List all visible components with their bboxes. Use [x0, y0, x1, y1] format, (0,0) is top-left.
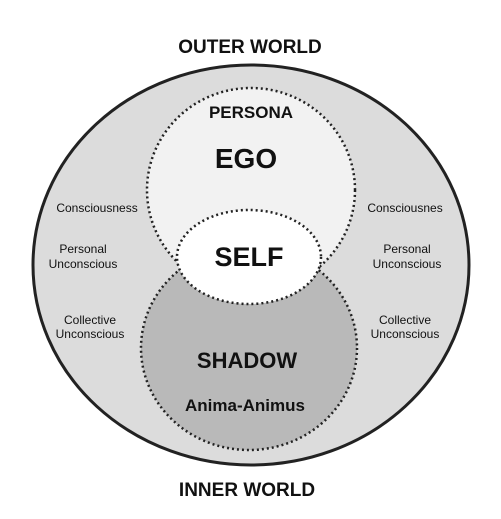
- self-ellipse: [175, 208, 323, 306]
- anima-animus-label: Anima-Animus: [185, 396, 305, 415]
- right-personal-label-line2: Unconscious: [373, 257, 442, 271]
- shadow-circle: [139, 244, 359, 452]
- right-collective-label-line1: Collective: [379, 313, 431, 327]
- left-personal-label-line2: Unconscious: [49, 257, 118, 271]
- self-label: SELF: [214, 242, 283, 272]
- right-collective-label-line2: Unconscious: [371, 327, 440, 341]
- left-personal-label-line1: Personal: [59, 242, 106, 256]
- persona-label: PERSONA: [209, 103, 293, 122]
- left-consciousness-label: Consciousness: [56, 201, 137, 215]
- inner-world-label: INNER WORLD: [179, 480, 315, 501]
- ego-label: EGO: [215, 143, 277, 174]
- outer-world-label: OUTER WORLD: [178, 37, 322, 58]
- right-personal-label-line1: Personal: [383, 242, 430, 256]
- left-collective-label-line2: Unconscious: [56, 327, 125, 341]
- left-collective-label-line1: Collective: [64, 313, 116, 327]
- right-consciousness-label: Consciousnes: [367, 201, 442, 215]
- shadow-label: SHADOW: [197, 348, 297, 373]
